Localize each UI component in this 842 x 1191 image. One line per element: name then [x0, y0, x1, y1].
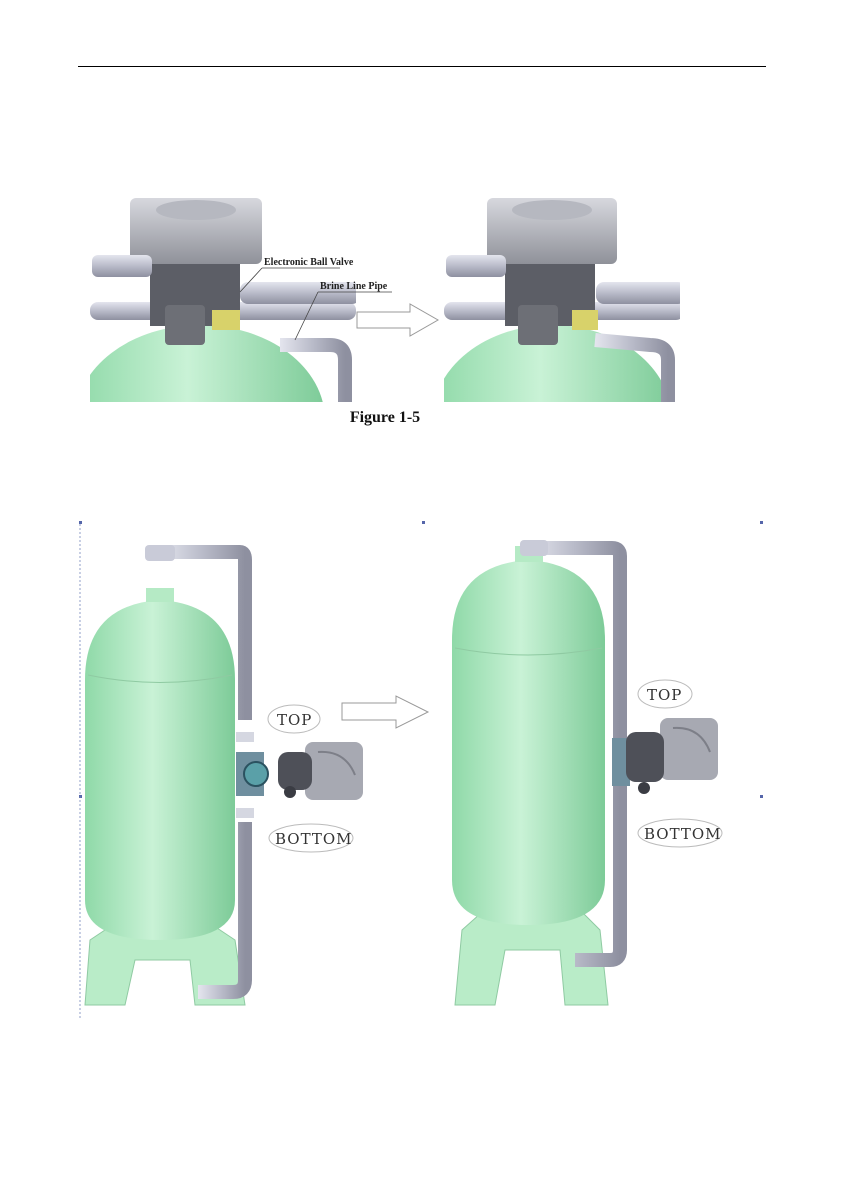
figure-bottom-right-tank	[452, 540, 718, 1005]
label-bottom-right: BOTTOM	[644, 825, 722, 843]
label-top-left: TOP	[277, 711, 312, 729]
tank-body	[85, 600, 235, 940]
tank-neck	[146, 588, 174, 602]
figure-bottom-left-tank	[85, 545, 363, 1005]
tank-body	[452, 560, 605, 925]
arrow-right-icon	[342, 696, 428, 728]
valve-motor	[278, 752, 312, 790]
valve-motor	[626, 732, 664, 782]
label-top-right: TOP	[647, 686, 682, 704]
label-bottom-left: BOTTOM	[275, 830, 353, 848]
